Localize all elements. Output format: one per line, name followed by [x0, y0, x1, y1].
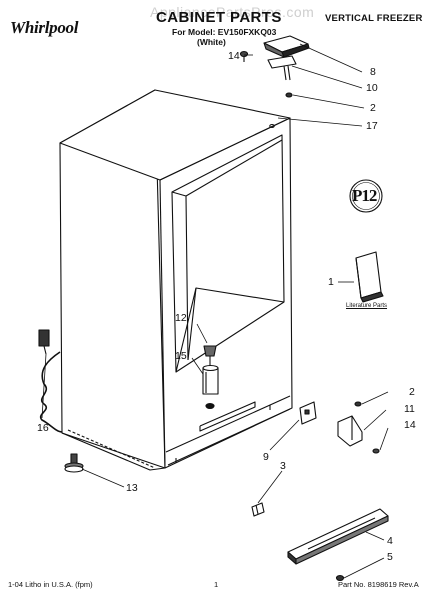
callout-2-bottom: 2 — [409, 386, 415, 398]
footer-part-number: Part No. 8198619 Rev.A — [338, 580, 419, 589]
callout-14-top: 14 — [228, 50, 240, 62]
callout-5: 5 — [387, 551, 393, 563]
callout-1: 1 — [328, 276, 334, 288]
literature-booklet — [355, 251, 384, 303]
leader-lines — [41, 43, 389, 579]
callout-8: 8 — [370, 66, 376, 78]
grille-screw — [335, 574, 345, 582]
brand-logo: Whirlpool — [10, 18, 79, 37]
bottom-hinge-bracket — [337, 401, 380, 454]
footer-litho: 1-04 Litho in U.S.A. (fpm) — [8, 580, 93, 589]
callout-2-top: 2 — [370, 102, 376, 114]
screw-top — [239, 50, 249, 62]
callout-17: 17 — [366, 120, 378, 132]
callout-4: 4 — [387, 535, 393, 547]
power-cord — [38, 329, 63, 433]
top-hinge-part — [267, 55, 297, 81]
washer-top — [285, 92, 293, 98]
grille-clip — [251, 502, 265, 517]
model-line: For Model: EV150FXKQ03 — [172, 27, 277, 37]
callout-15: 15 — [175, 350, 187, 362]
leveling-leg-part — [202, 345, 219, 410]
callout-10: 10 — [366, 82, 378, 94]
callout-16: 16 — [37, 422, 49, 434]
footer-page-number: 1 — [214, 580, 219, 589]
document-type: VERTICAL FREEZER — [325, 13, 423, 24]
page-title: CABINET PARTS — [156, 9, 282, 26]
cabinet-body — [59, 89, 293, 471]
p12-badge — [349, 179, 383, 213]
callout-14-bottom: 14 — [404, 419, 416, 431]
hinge-cover-part — [263, 35, 310, 58]
watermark-text: AppliancePartsPros.com — [150, 4, 315, 20]
toe-grille — [287, 508, 389, 565]
literature-parts-label: Literature Parts — [346, 303, 388, 309]
callout-13: 13 — [126, 482, 138, 494]
kick-bracket — [299, 401, 317, 425]
callout-12: 12 — [175, 312, 187, 324]
callout-3: 3 — [280, 460, 286, 472]
callout-9: 9 — [263, 451, 269, 463]
leveling-foot — [64, 453, 84, 473]
callout-11: 11 — [404, 403, 415, 415]
color-line: (White) — [197, 37, 226, 47]
p12-badge-label: P12 — [352, 186, 377, 205]
